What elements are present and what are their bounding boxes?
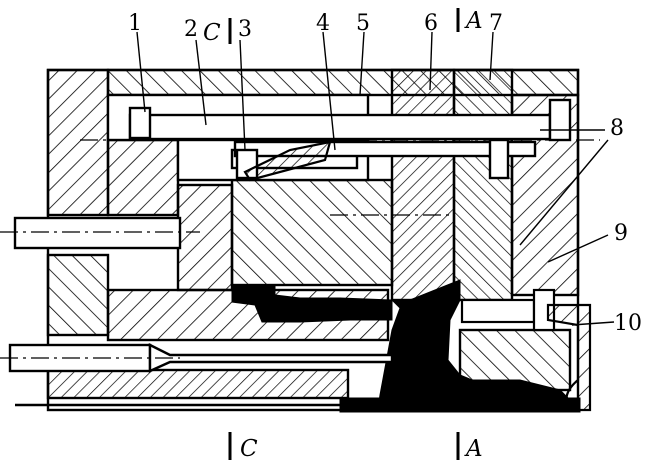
part-number-9: 9 — [614, 221, 628, 246]
centerlines — [0, 139, 600, 359]
section-label-c-bottom: C — [240, 436, 258, 462]
end-cap-10 — [546, 303, 592, 412]
leader-lines — [136, 31, 615, 326]
section-marks — [228, 8, 460, 460]
part-number-labels: 1 2 3 4 5 6 7 8 9 10 — [128, 11, 642, 336]
part-number-1: 1 — [128, 11, 142, 36]
part-number-3: 3 — [238, 17, 252, 42]
section-labels: C A C A — [203, 8, 483, 462]
guide-pin — [488, 138, 510, 180]
part-number-2: 2 — [184, 17, 198, 42]
molded-part — [231, 279, 582, 413]
angled-insert — [243, 140, 332, 182]
ejector-pin — [148, 343, 394, 373]
part-number-4: 4 — [316, 11, 330, 36]
slide-rod-2 — [128, 113, 552, 141]
section-label-c-top: C — [203, 20, 221, 46]
part-number-7: 7 — [489, 11, 503, 36]
part-number-5: 5 — [356, 11, 370, 36]
part-number-6: 6 — [424, 11, 438, 36]
pin-1 — [128, 106, 152, 140]
section-label-a-top: A — [464, 8, 483, 34]
part-number-10: 10 — [614, 311, 642, 336]
part-number-8: 8 — [610, 116, 624, 141]
stop-block — [548, 98, 572, 142]
upper-guide-rod — [13, 216, 182, 250]
section-label-a-bottom: A — [464, 436, 483, 462]
